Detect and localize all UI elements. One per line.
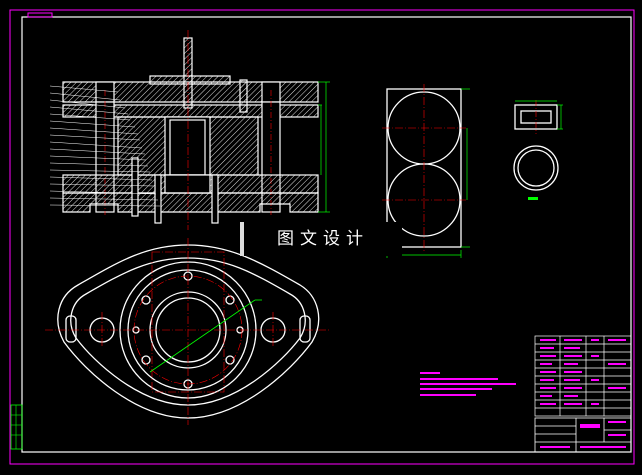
detail-ring-dimensions bbox=[515, 100, 563, 130]
section-view bbox=[62, 30, 319, 230]
detail-ring-section bbox=[514, 100, 558, 134]
technical-notes bbox=[420, 372, 516, 396]
detail-twin-circle-centerlines bbox=[382, 84, 466, 252]
detail-ring-plan bbox=[513, 145, 559, 191]
detail-ring-label bbox=[528, 197, 538, 200]
watermark: 图文设计 bbox=[240, 222, 402, 256]
title-block-entries bbox=[540, 421, 626, 448]
part-balloon-leaders bbox=[49, 85, 161, 207]
bom-entries bbox=[540, 339, 626, 405]
sheet-code-box bbox=[27, 12, 53, 18]
outer-border bbox=[9, 9, 635, 465]
section-dimensions bbox=[318, 81, 330, 213]
margin-stamp bbox=[10, 404, 23, 450]
title-block bbox=[534, 417, 632, 453]
plan-dimension bbox=[149, 299, 262, 373]
inner-border bbox=[21, 16, 632, 453]
bom-table bbox=[534, 335, 632, 417]
plan-centerlines bbox=[45, 238, 330, 425]
